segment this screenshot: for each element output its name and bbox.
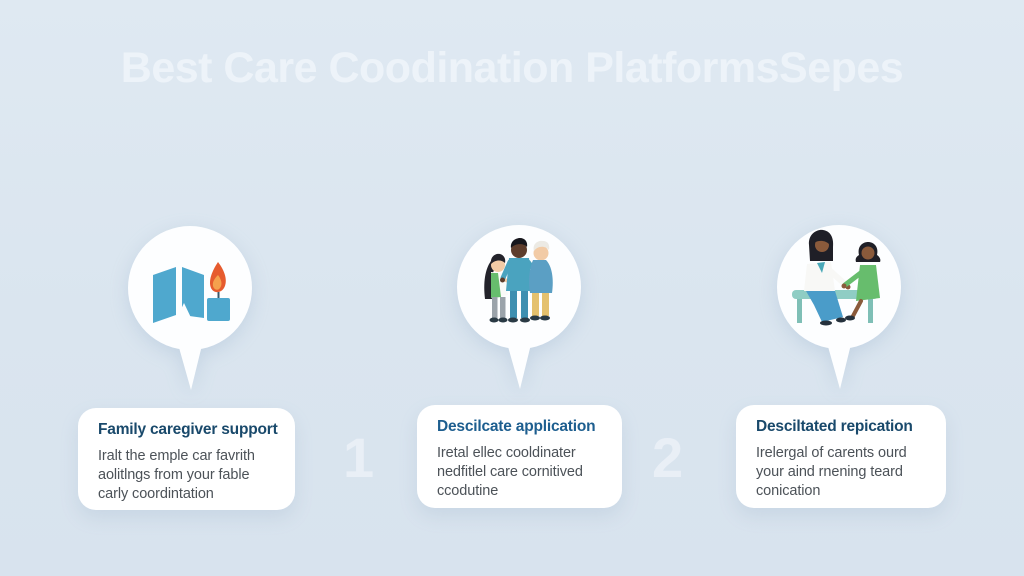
bubble-tail xyxy=(176,337,204,390)
bubble-tail xyxy=(505,336,533,389)
step-card-1: Family caregiver support Iralt the emple… xyxy=(78,408,295,510)
card-body: Iretal ellec cooldinater nedfitlel care … xyxy=(437,445,583,499)
card-title: Family caregiver support xyxy=(98,421,278,438)
page-title: Best Care Coodination PlatformsSepes xyxy=(120,44,904,92)
bubble-tail xyxy=(825,336,853,389)
step-card-2: Descilcate application Iretal ellec cool… xyxy=(417,405,622,508)
pin-bubble-1 xyxy=(128,226,252,390)
bubble-circle xyxy=(777,225,901,349)
family-caregiving-group-icon xyxy=(484,238,553,323)
card-body: Irelergal of carents ourd your aind rnen… xyxy=(756,445,907,499)
book-and-candle-icon xyxy=(153,262,230,324)
card-title: Descilcate application xyxy=(437,418,596,435)
step-number-2: 2 xyxy=(652,426,684,489)
step-card-3: Desciltated repication Irelergal of care… xyxy=(736,405,946,508)
pin-bubble-3 xyxy=(777,225,901,389)
care-consultation-meeting-icon xyxy=(792,229,881,326)
pin-bubble-2 xyxy=(457,225,581,389)
card-body: Iralt the emple car favrith aolitlngs fr… xyxy=(98,448,255,502)
step-number-1: 1 xyxy=(343,426,375,489)
card-title: Desciltated repication xyxy=(756,418,913,435)
